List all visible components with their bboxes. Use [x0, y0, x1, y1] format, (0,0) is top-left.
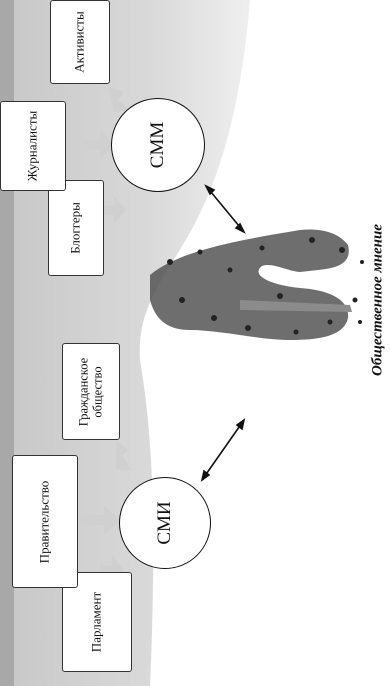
label-smi: СМИ: [154, 501, 176, 545]
box-government: Правительство: [12, 455, 78, 588]
box-bloggers: Блоггеры: [48, 180, 104, 276]
box-parliament: Парламент: [62, 572, 132, 672]
box-civil-society: Гражданское общество: [62, 343, 120, 440]
label-civil-society: Гражданское общество: [76, 357, 105, 426]
crowd-figure: [150, 229, 352, 340]
label-government: Правительство: [36, 480, 52, 563]
crowd-speckles: [167, 237, 364, 335]
label-journalists: Журналисты: [24, 110, 40, 182]
arrow-government-smi: [78, 505, 120, 535]
arrow-activists-smm: [108, 86, 130, 112]
label-smm: СММ: [147, 121, 169, 169]
diagram-caption: Общественное мнение: [369, 224, 386, 376]
label-activists: Активисты: [71, 11, 87, 73]
node-smi: СМИ: [119, 477, 211, 569]
arrow-journalists-smm: [84, 130, 114, 160]
node-smm: СММ: [111, 98, 205, 192]
box-activists: Активисты: [50, 0, 110, 84]
label-parliament: Парламент: [88, 591, 104, 653]
label-bloggers: Блоггеры: [67, 202, 83, 254]
arrow-smm-crowd: [205, 185, 245, 233]
arrow-smi-crowd: [201, 419, 245, 481]
box-journalists: Журналисты: [0, 101, 66, 191]
arrow-civil-smi: [116, 440, 132, 470]
link-arrows: [200, 184, 246, 482]
arrow-bloggers-smm: [104, 196, 126, 224]
